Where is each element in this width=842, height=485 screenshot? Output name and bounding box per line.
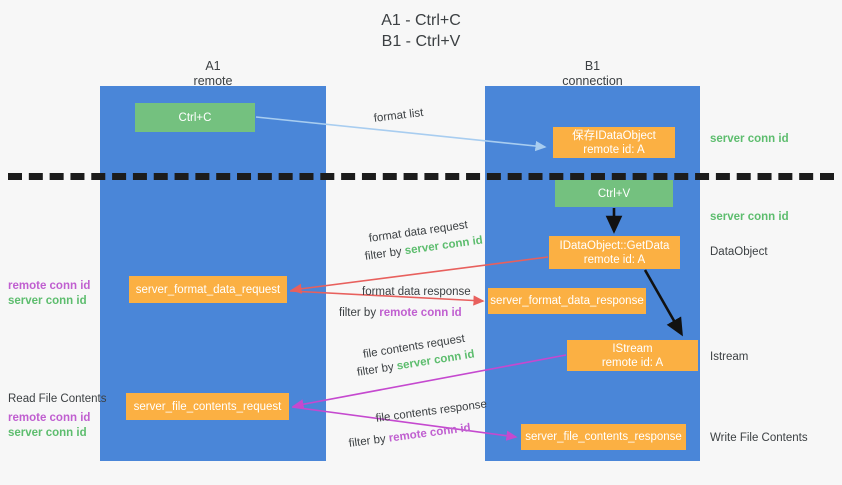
left-label-format-remote-conn-id: remote conn id: [8, 280, 91, 292]
phase-divider: [8, 173, 834, 180]
left-label-format-server-conn-id: server conn id: [8, 295, 87, 307]
box-server-format-data-request[interactable]: server_format_data_request: [129, 276, 287, 303]
box-server-file-contents-response[interactable]: server_file_contents_response: [521, 424, 686, 450]
filter-prefix-1: filter by: [364, 245, 406, 263]
left-label-read-file-contents: Read File Contents: [8, 393, 107, 405]
right-label-dataobject: DataObject: [710, 246, 768, 258]
filter-prefix-2: filter by: [339, 307, 380, 319]
box-server-format-data-response[interactable]: server_format_data_response: [488, 288, 646, 314]
flow-label-format-data-response: format data response: [362, 286, 471, 298]
left-label-file-server-conn-id: server conn id: [8, 427, 87, 439]
filter-prefix-3: filter by: [356, 360, 398, 379]
right-label-write-file-contents: Write File Contents: [710, 432, 808, 444]
box-istream[interactable]: IStream remote id: A: [567, 340, 698, 371]
box-idataobject-getdata[interactable]: IDataObject::GetData remote id: A: [549, 236, 680, 269]
lane-header-b1: B1 connection: [562, 59, 623, 88]
box-server-file-contents-request[interactable]: server_file_contents_request: [126, 393, 289, 420]
flow-label-format-list: format list: [373, 106, 425, 125]
box-ctrl-v[interactable]: Ctrl+V: [555, 180, 673, 207]
page-title: A1 - Ctrl+C B1 - Ctrl+V: [381, 12, 461, 50]
flow-label-file-contents-response: file contents response: [375, 398, 488, 425]
filter-prefix-4: filter by: [348, 432, 390, 450]
left-label-file-remote-conn-id: remote conn id: [8, 412, 91, 424]
box-ctrl-c[interactable]: Ctrl+C: [135, 103, 255, 132]
right-label-server-conn-id-top: server conn id: [710, 133, 789, 145]
box-save-idataobject[interactable]: 保存IDataObject remote id: A: [553, 127, 675, 158]
right-label-server-conn-id-second: server conn id: [710, 211, 789, 223]
remote-conn-id-key-2: remote conn id: [388, 421, 472, 445]
flow-label-file-contents-response-filter: filter by remote conn id: [348, 421, 472, 452]
lane-header-a1: A1 remote: [193, 59, 233, 88]
remote-conn-id-key-1: remote conn id: [379, 307, 462, 319]
right-label-istream: Istream: [710, 351, 749, 363]
flow-label-format-data-response-filter: filter by remote conn id: [339, 306, 462, 321]
